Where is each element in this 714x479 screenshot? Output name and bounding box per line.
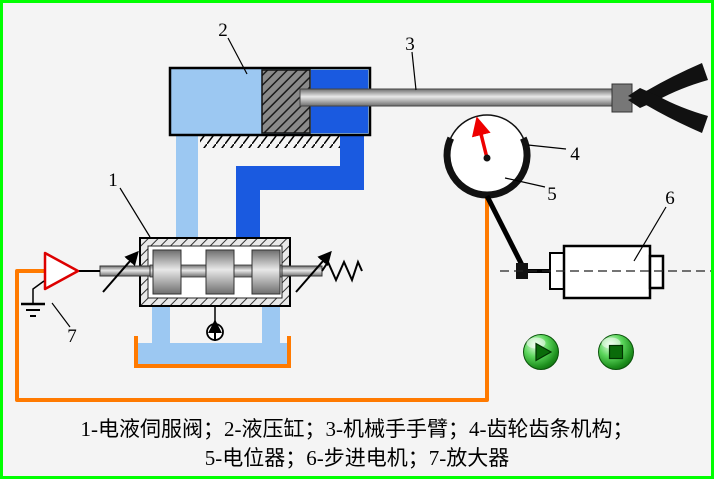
label-1: 1: [108, 170, 118, 191]
caption: 1-电液伺服阀；2-液压缸；3-机械手手臂；4-齿轮齿条机构； 5-电位器；6-…: [0, 415, 714, 473]
supply-pipe-light-blue: [176, 134, 198, 240]
return-pipe-right: [262, 306, 280, 346]
gripper-lower-finger: [628, 88, 708, 133]
tank-fluid: [138, 343, 287, 366]
leader-line-2: [227, 37, 248, 75]
label-7: 7: [67, 326, 77, 347]
caption-line-1: 1-电液伺服阀；2-液压缸；3-机械手手臂；4-齿轮齿条机构；: [80, 417, 634, 441]
leader-line-7: [51, 302, 71, 328]
spool-land-right: [251, 249, 281, 295]
leader-line-1: [119, 187, 151, 238]
dial-arc: [443, 136, 531, 199]
gripper: [611, 63, 708, 133]
motor-end-cap: [648, 254, 665, 290]
amplifier: [21, 251, 100, 317]
stop-square-icon: [608, 344, 624, 360]
stepper-motor: [500, 244, 711, 300]
manipulator-arm-rod: [299, 88, 621, 107]
pump-symbol: [206, 306, 224, 341]
oil-tank: [134, 336, 291, 368]
amplifier-triangle: [43, 251, 80, 291]
leader-line-4: [527, 144, 567, 150]
label-3: 3: [405, 34, 415, 55]
caption-line-2: 5-电位器；6-步进电机；7-放大器: [204, 446, 510, 470]
leader-line-3: [411, 51, 417, 91]
valve-spring: [321, 259, 363, 283]
play-triangle-icon: [535, 342, 553, 362]
leader-line-5: [504, 177, 546, 188]
spool-land-center: [205, 249, 235, 295]
actuation-arrow-right: [295, 250, 332, 293]
spool-land-left: [152, 249, 182, 295]
ground-symbol: [21, 280, 45, 317]
return-pipe-left: [152, 306, 170, 346]
spool-stem-right: [281, 265, 323, 277]
gear-rack-dial: [443, 114, 531, 199]
ground-hatching: [200, 136, 340, 148]
label-4: 4: [570, 144, 580, 165]
tank-outline: [134, 336, 291, 368]
link-rod: [484, 194, 526, 269]
label-2: 2: [218, 20, 228, 41]
label-6: 6: [665, 188, 675, 209]
feedback-wire: [15, 196, 489, 402]
motor-body: [562, 244, 652, 300]
servo-valve: [99, 237, 363, 307]
play-button[interactable]: [523, 334, 559, 370]
leader-line-6: [633, 206, 667, 262]
supply-pipe-dark-blue: [236, 134, 364, 240]
dial-hub: [483, 154, 491, 162]
stop-button[interactable]: [598, 334, 634, 370]
callout-labels: [51, 37, 667, 328]
label-5: 5: [547, 184, 557, 205]
actuation-arrow-left: [102, 250, 139, 293]
dial-needle: [471, 116, 491, 159]
